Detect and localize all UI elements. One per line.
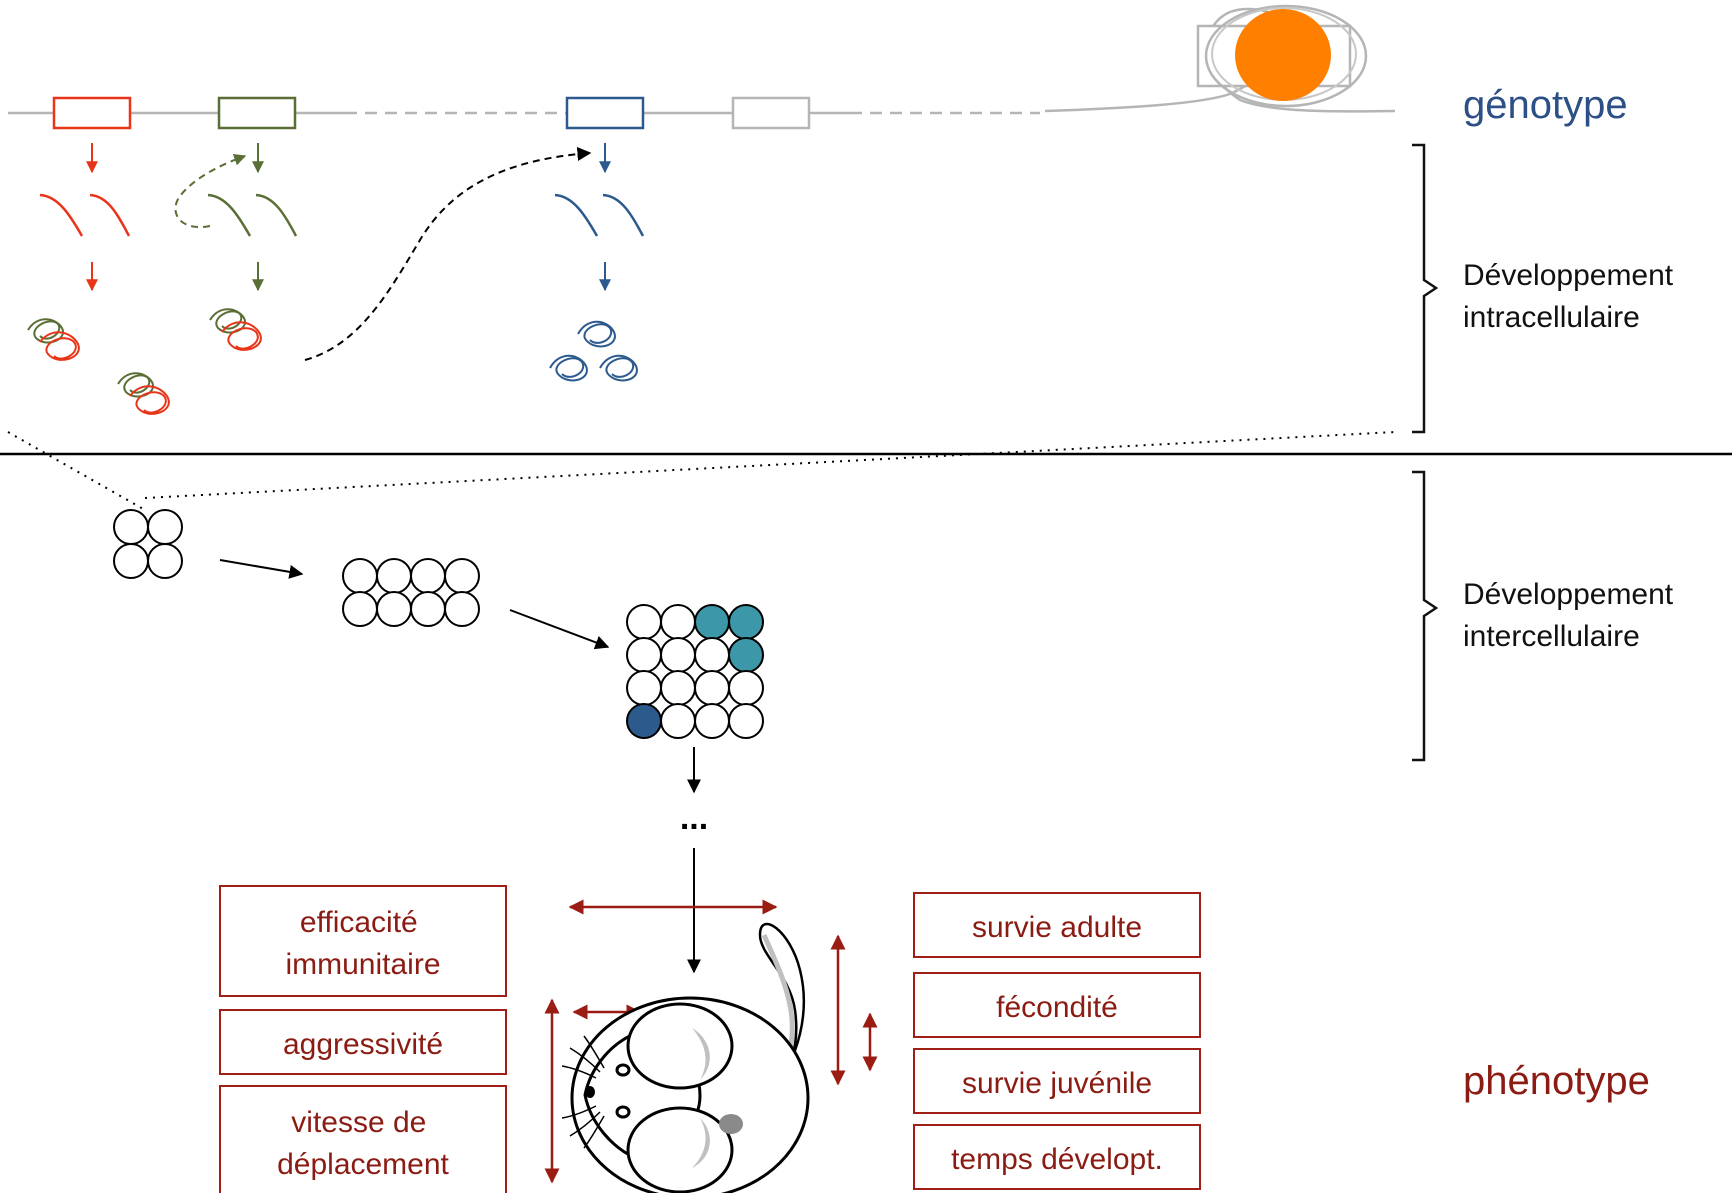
trait-juvenile-survival: survie juvénile	[962, 1067, 1152, 1100]
trait-immune-efficiency-line2: immunitaire	[285, 948, 440, 981]
tradeoff-arrows	[544, 899, 878, 1184]
red-expression-lane	[39, 143, 131, 292]
interaction-arrow	[304, 147, 592, 361]
trait-aggressiveness: aggressivité	[283, 1028, 443, 1061]
traits-right	[913, 892, 1201, 1190]
protein-complexes	[27, 308, 638, 415]
mouse-illustration	[561, 922, 810, 1193]
gene-red	[52, 96, 132, 130]
trait-box-immune-efficiency	[219, 885, 507, 997]
gene-green	[217, 96, 297, 130]
green-expression-lane	[174, 143, 298, 292]
blue-expression-lane	[554, 143, 645, 292]
gene-blue	[565, 96, 645, 130]
trait-immune-efficiency: efficacité immunitaire	[285, 906, 440, 981]
trait-immune-efficiency-line1: efficacité	[300, 906, 418, 939]
cell-arrow-2	[509, 609, 610, 650]
genotype-label: génotype	[1463, 83, 1628, 127]
trait-box-fecundity	[913, 972, 1201, 1038]
ellipsis: ...	[680, 799, 708, 837]
cell-stage-16	[626, 604, 764, 739]
trait-box-juvenile-survival	[913, 1048, 1201, 1114]
intercellular-label-line2: intercellulaire	[1463, 620, 1640, 653]
gene-boxes	[52, 96, 811, 130]
intracellular-label-line1: Développement	[1463, 259, 1674, 292]
trait-box-development-time	[913, 1124, 1201, 1190]
phenotype-label: phénotype	[1463, 1059, 1650, 1103]
intercellular-label: Développement intercellulaire	[1463, 578, 1681, 653]
intercellular-bracket	[1412, 470, 1439, 762]
orange-cell-structure	[1196, 4, 1368, 108]
cell-stage-4	[113, 509, 183, 579]
trait-development-time: temps dévelopt.	[951, 1143, 1163, 1176]
chromosome	[8, 7, 1396, 115]
trait-box-movement-speed	[219, 1085, 507, 1193]
zoom-lines	[7, 431, 1396, 511]
cell-arrow-1	[219, 559, 304, 579]
traits-left	[219, 885, 507, 1193]
trait-box-adult-survival	[913, 892, 1201, 958]
intercellular-label-line1: Développement	[1463, 578, 1674, 611]
trait-adult-survival: survie adulte	[972, 911, 1142, 944]
trait-movement-speed: vitesse de déplacement	[277, 1106, 449, 1181]
cell-stage-8	[342, 558, 480, 627]
gene-grey	[731, 96, 811, 130]
intracellular-label-line2: intracellulaire	[1463, 301, 1640, 334]
trait-fecundity: fécondité	[996, 991, 1118, 1024]
trait-movement-speed-line1: vitesse de	[291, 1106, 426, 1139]
trait-box-aggressiveness	[219, 1009, 507, 1075]
trait-movement-speed-line2: déplacement	[277, 1148, 449, 1181]
intracellular-label: Développement intracellulaire	[1463, 259, 1681, 334]
intracellular-bracket	[1412, 143, 1439, 434]
